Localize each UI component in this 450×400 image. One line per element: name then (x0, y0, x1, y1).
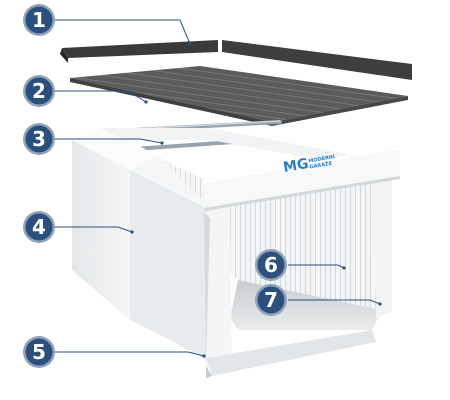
callout-6: 6 (255, 249, 287, 281)
logo-mark: MG (282, 156, 310, 176)
front-pillar-left (204, 208, 232, 372)
callout-1-label: 1 (32, 8, 46, 32)
side-wall (72, 140, 130, 320)
front-header (204, 146, 400, 208)
callout-5-label: 5 (32, 340, 46, 364)
base (206, 330, 376, 376)
callout-3-label: 3 (32, 127, 46, 151)
callout-2: 2 (23, 75, 55, 107)
callout-5: 5 (23, 336, 55, 368)
callout-3: 3 (23, 123, 55, 155)
callout-1: 1 (23, 4, 55, 36)
leader-lines (55, 19, 382, 358)
garage-body (72, 128, 400, 378)
callout-7-label: 7 (264, 288, 278, 312)
callout-2-label: 2 (32, 79, 46, 103)
callout-4: 4 (23, 211, 55, 243)
roof-frame (60, 40, 412, 80)
roof-sheet (70, 66, 408, 126)
callout-6-label: 6 (264, 253, 278, 277)
logo-line2: GARÁŽE (309, 159, 333, 171)
callout-4-label: 4 (32, 215, 46, 239)
callout-7: 7 (255, 284, 287, 316)
